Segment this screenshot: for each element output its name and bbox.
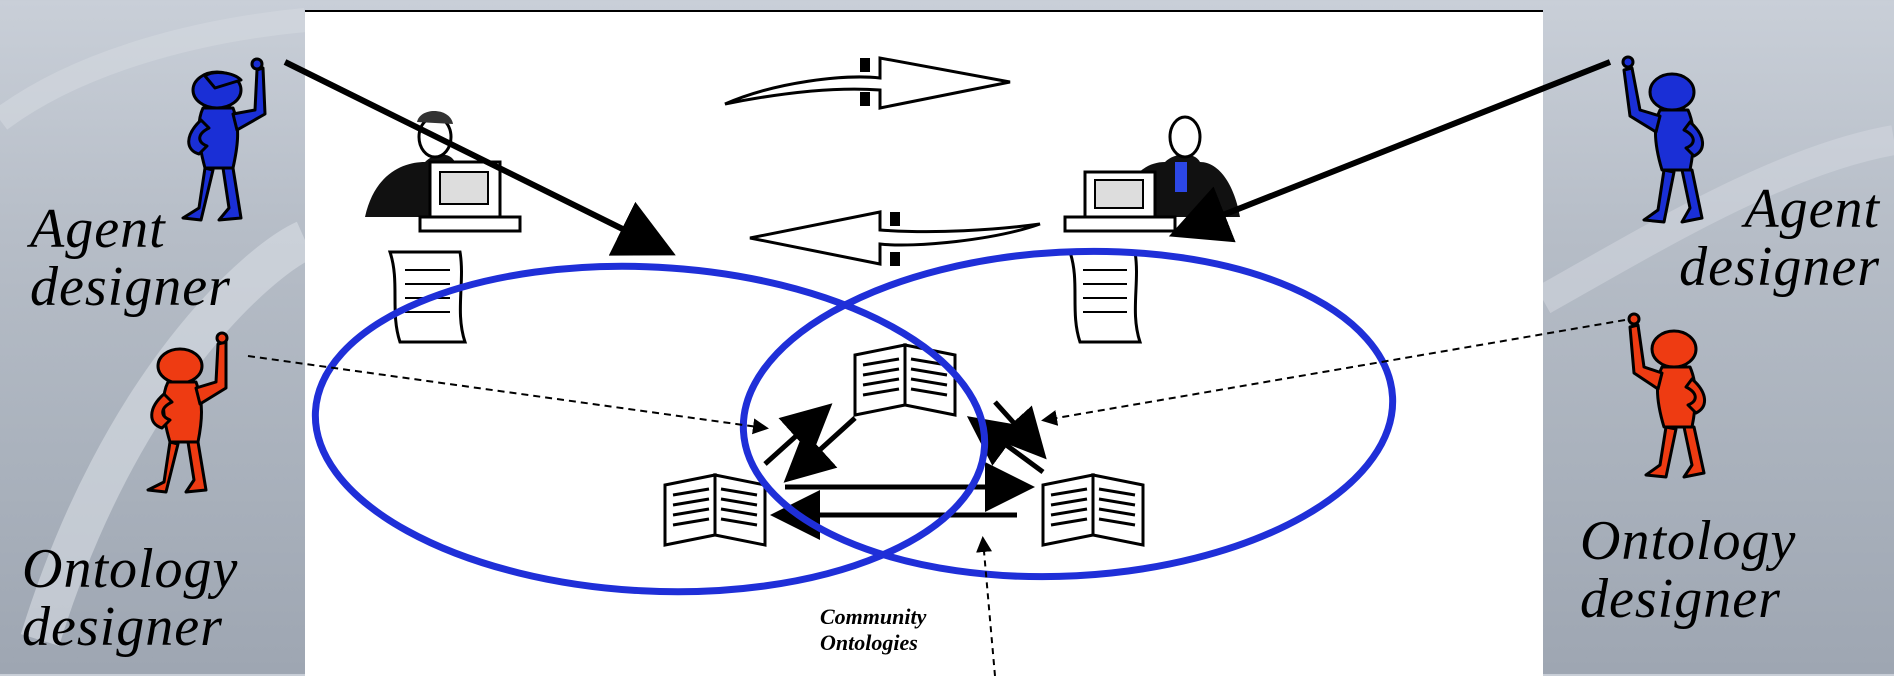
agent-designer-figure-left — [181, 57, 267, 222]
community-pointer-arrow — [976, 536, 996, 676]
person-at-computer-icon-left — [365, 110, 522, 233]
left-ontology-designer-label: Ontology designer — [22, 538, 239, 658]
diagram-panel: Community Ontologies — [305, 10, 1543, 676]
right-agent-designer-label: Agent designer — [1679, 178, 1880, 298]
left-agent-designer-label: Agent designer — [30, 198, 231, 318]
open-book-icon-top — [853, 343, 957, 417]
diagram-canvas — [311, 56, 1397, 676]
scroll-icon-right — [1067, 250, 1143, 344]
exchange-arrow-icon-left — [749, 210, 1041, 266]
ontology-designer-figure-right — [1627, 312, 1706, 479]
exchange-arrow-icon-right — [724, 56, 1011, 110]
open-book-icon-left — [663, 473, 767, 547]
book-arrows — [763, 400, 1047, 540]
ontology-designer-figure-left — [146, 331, 229, 494]
right-ontology-designer-label: Ontology designer — [1580, 510, 1797, 630]
agent-designer-figure-right — [1621, 55, 1704, 224]
open-book-icon-right — [1041, 473, 1145, 547]
person-at-computer-icon-right — [1063, 115, 1240, 233]
community-ontologies-label: Community Ontologies — [820, 604, 927, 655]
